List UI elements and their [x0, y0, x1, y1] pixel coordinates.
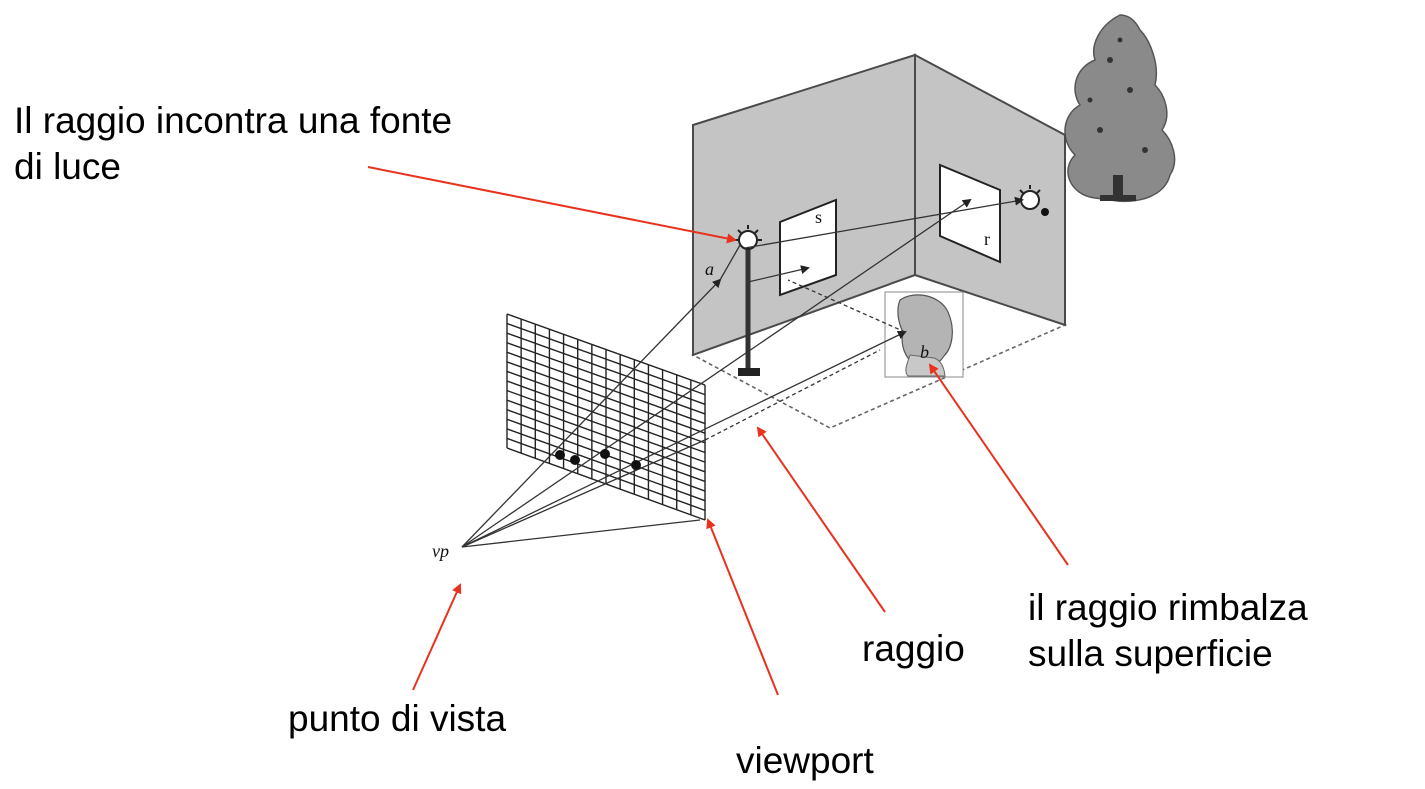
label-a: a: [705, 259, 714, 279]
ray-sample-dots: [555, 449, 641, 470]
viewport-grid-line: [506, 332, 706, 405]
viewport-grid-line: [506, 313, 706, 386]
viewport-grid: [506, 313, 706, 521]
viewport-grid-line: [506, 428, 706, 502]
viewport-grid-line: [506, 389, 706, 463]
window-r: [939, 163, 1001, 264]
viewport-grid-line: [506, 351, 706, 425]
viewport-grid-line: [506, 399, 706, 473]
annotation-bounce-line2: sulla superficie: [1028, 633, 1273, 674]
statue-image: [884, 291, 964, 378]
annotation-light-source-line2: di luce: [14, 146, 121, 187]
annotation-light-source: Il raggio incontra una fonte di luce: [14, 98, 452, 190]
viewport-grid-line: [506, 342, 706, 415]
viewport-grid-line: [506, 380, 706, 454]
left-wall: [692, 53, 916, 357]
label-s: s: [815, 207, 822, 227]
viewport-grid-line: [506, 437, 706, 512]
label-vp: vp: [432, 541, 449, 561]
tree-icon: [1064, 14, 1176, 202]
annotation-bounce-line1: il raggio rimbalza: [1028, 587, 1308, 628]
label-r: r: [984, 229, 990, 249]
annotation-ray: raggio: [862, 628, 965, 669]
viewport-grid-line: [506, 370, 706, 444]
viewport-grid-line: [506, 322, 706, 396]
annotation-bounce: il raggio rimbalza sulla superficie: [1028, 585, 1308, 677]
label-b: b: [920, 342, 929, 362]
annotation-arrows: [367, 166, 1069, 696]
annotation-viewpoint: punto di vista: [288, 698, 507, 739]
annotation-light-source-line1: Il raggio incontra una fonte: [14, 100, 453, 141]
rays: [461, 196, 1024, 548]
annotation-viewport: viewport: [736, 740, 874, 781]
viewport-grid-line: [506, 409, 706, 483]
